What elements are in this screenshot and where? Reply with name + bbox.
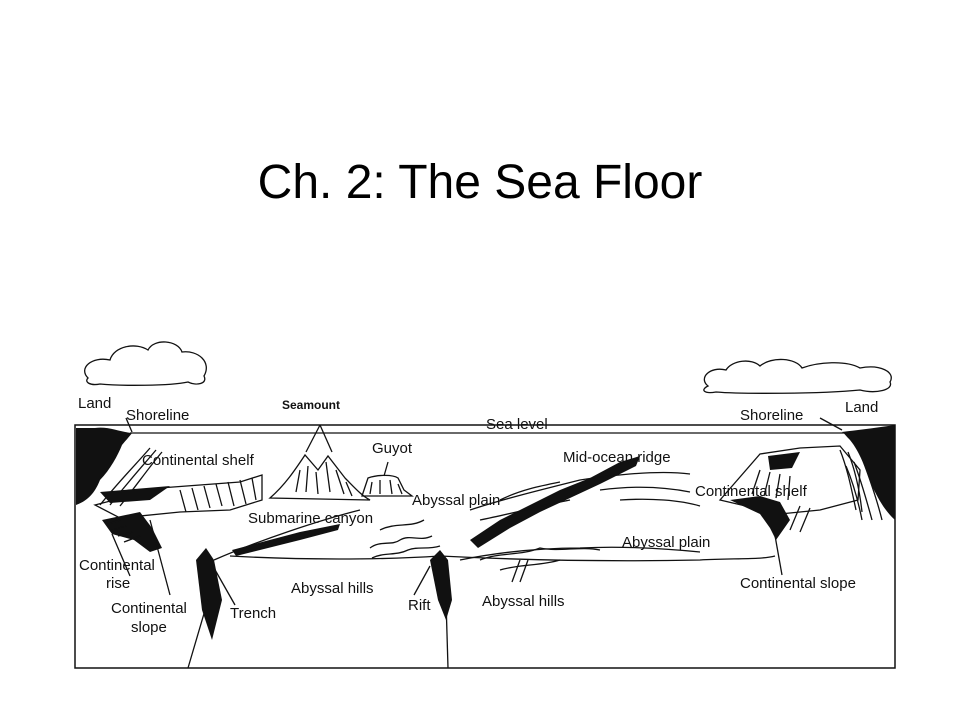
label-land-right: Land xyxy=(845,399,878,416)
abyssal-hills-left xyxy=(369,519,441,559)
label-continental-slope-left-2: slope xyxy=(131,619,167,636)
label-sea-level: Sea level xyxy=(486,416,548,433)
label-land-left: Land xyxy=(78,395,111,412)
cloud-left xyxy=(84,341,207,386)
label-shoreline-left: Shoreline xyxy=(126,407,189,424)
label-trench: Trench xyxy=(230,605,276,622)
diagram-frame xyxy=(74,424,896,669)
continental-shelf-right xyxy=(718,445,861,515)
label-continental-slope-left-1: Continental xyxy=(111,600,187,617)
label-abyssal-hills-right: Abyssal hills xyxy=(482,593,565,610)
label-seamount: Seamount xyxy=(282,398,340,412)
land-right xyxy=(842,425,895,520)
label-submarine-canyon: Submarine canyon xyxy=(248,510,373,527)
label-continental-shelf-right: Continental shelf xyxy=(695,483,808,500)
mid-ocean-ridge xyxy=(470,456,640,548)
seamount-peaks xyxy=(268,453,371,501)
label-rift: Rift xyxy=(408,597,431,614)
abyssal-hills-right xyxy=(479,547,601,571)
label-mid-ocean-ridge: Mid-ocean ridge xyxy=(563,449,671,466)
submarine-canyon xyxy=(232,524,340,556)
guyot xyxy=(361,474,414,497)
label-guyot: Guyot xyxy=(372,440,413,457)
label-abyssal-plain-right: Abyssal plain xyxy=(622,534,710,551)
label-continental-shelf-left: Continental shelf xyxy=(142,452,255,469)
slide-title: Ch. 2: The Sea Floor xyxy=(257,156,703,209)
label-continental-rise-2: rise xyxy=(106,575,130,592)
label-shoreline-right: Shoreline xyxy=(740,407,803,424)
land-left xyxy=(76,427,132,505)
rift xyxy=(430,550,452,620)
label-continental-rise-1: Continental xyxy=(79,557,155,574)
label-abyssal-hills-left: Abyssal hills xyxy=(291,580,374,597)
continental-slope-right xyxy=(730,496,790,540)
label-continental-slope-right: Continental slope xyxy=(740,575,856,592)
label-abyssal-plain-top: Abyssal plain xyxy=(412,492,500,509)
cloud-right xyxy=(703,358,892,394)
